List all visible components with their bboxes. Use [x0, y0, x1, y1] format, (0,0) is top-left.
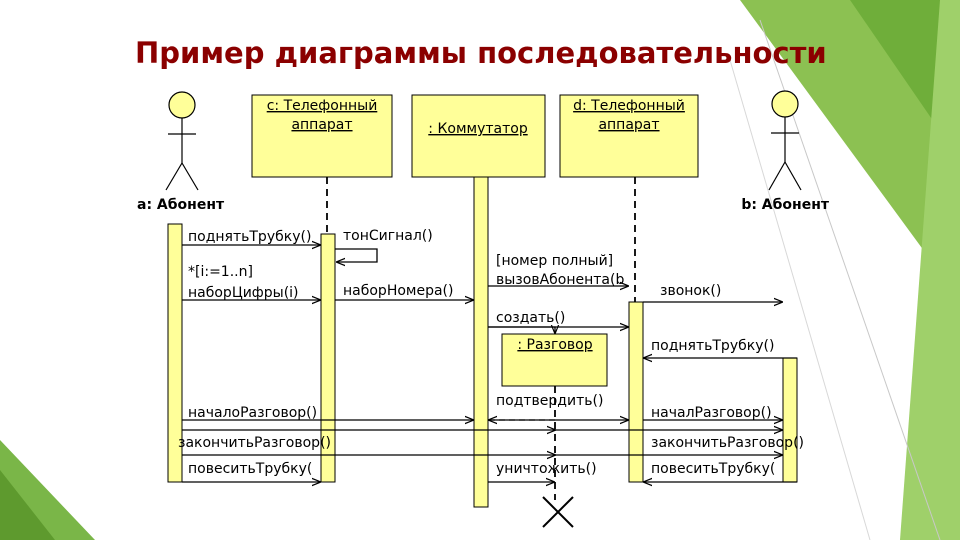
lifelines — [326, 177, 636, 500]
object-box-phone-d — [559, 94, 699, 178]
msg-create: создать() — [496, 310, 565, 326]
object-label-switch: : Коммутатор — [428, 121, 528, 137]
object-label-phone-c-1: c: Телефонный — [267, 98, 378, 114]
actor-b-label: b: Абонент — [741, 197, 830, 213]
message-arrows — [182, 245, 797, 482]
decor-line-2 — [729, 59, 871, 541]
actor-a-label: a: Абонент — [137, 197, 225, 213]
msg-ring: звонок() — [660, 283, 721, 299]
page-title: Пример диаграммы последовательности — [135, 36, 827, 70]
msg-dial-digit: наборЦифры(i) — [188, 285, 299, 301]
msg-number-full: [номер полный] — [496, 253, 613, 269]
object-box-switch — [411, 94, 546, 178]
msg-pick-up-a: поднятьТрубку() — [188, 229, 311, 245]
msg-confirm: подтвердить() — [496, 393, 603, 409]
msg-end-talk-a: закончитьРазговор() — [178, 435, 331, 451]
msg-dial-number: наборНомера() — [343, 283, 453, 299]
msg-start-talk-b: началРазговор() — [651, 405, 772, 421]
activation-bars — [167, 176, 798, 508]
right-edge-decoration — [900, 0, 960, 540]
object-label-phone-d-1: d: Телефонный — [573, 98, 685, 114]
msg-hang-up-b: повеситьТрубку( — [651, 461, 775, 477]
corner-decoration-left-dark — [0, 470, 55, 540]
msg-start-talk-a: началоРазговор() — [188, 405, 317, 421]
object-box-phone-c — [251, 94, 393, 178]
object-label-phone-d-2: аппарат — [598, 117, 659, 133]
msg-pick-up-b: поднятьТрубку() — [651, 338, 774, 354]
object-label-conversation: : Разговор — [517, 337, 592, 353]
msg-end-talk-b: закончитьРазговор() — [651, 435, 804, 451]
actor-b-figure — [768, 90, 802, 191]
msg-dial-tone: тонСигнал() — [343, 228, 433, 244]
msg-destroy: уничтожить() — [496, 461, 597, 477]
object-box-conversation — [501, 333, 608, 387]
destroy-mark — [542, 496, 574, 528]
actor-a-figure — [165, 91, 199, 191]
msg-hang-up-a: повеситьТрубку( — [188, 461, 312, 477]
object-label-phone-c-2: аппарат — [291, 117, 352, 133]
msg-loop-condition: *[i:=1..n] — [188, 264, 253, 280]
msg-call-subscriber: вызовАбонента(b — [496, 272, 624, 288]
